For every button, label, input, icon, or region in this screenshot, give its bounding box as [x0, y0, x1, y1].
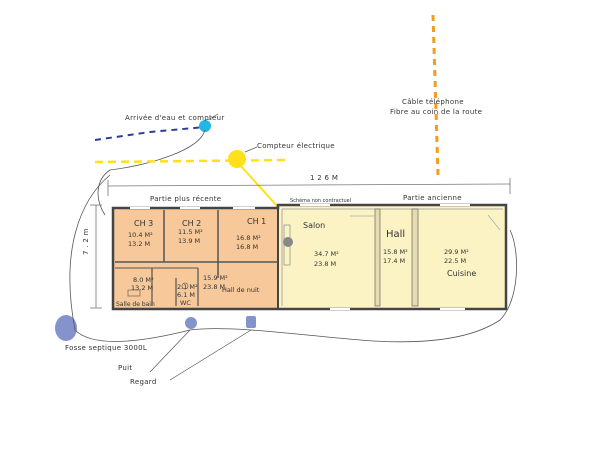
phone-label-1: Câble téléphone [402, 98, 464, 106]
electric-box-icon [283, 237, 293, 247]
room-salon-name: Salon [303, 221, 325, 230]
room-bath-area: 8.0 M² [133, 276, 154, 284]
septic-label: Fosse septique 3000L [65, 344, 147, 352]
well-label: Puit [118, 364, 132, 372]
water-label: Arrivée d'eau et compteur [125, 114, 225, 122]
depth-dim-label: 7 . 2 m [82, 228, 90, 255]
room-ch1-name: CH 1 [247, 217, 266, 226]
room-hallnuit-area: 15.9 M² [203, 274, 228, 282]
electric-line [94, 158, 291, 164]
manhole-label: Regard [130, 378, 157, 386]
room-bath-vol: 13.2 M [131, 284, 153, 292]
room-hall-area: 15.8 M² [383, 248, 408, 256]
room-wc-area: 2.1 M² [177, 283, 198, 291]
room-ch2-vol: 13.9 M [178, 237, 200, 245]
electric-meter-icon [228, 150, 246, 168]
width-dim-label: 1 2 6 M [310, 174, 338, 182]
phone-label-2: Fibre au coin de la route [390, 108, 482, 116]
nonbinding-label: Schéma non contractuel [290, 197, 351, 204]
room-cuisine-area: 29.9 M² [444, 248, 469, 256]
room-hall-name: Hall [386, 229, 405, 240]
water-pipe-path [97, 129, 206, 216]
room-salon-vol: 23.8 M [314, 260, 336, 268]
room-ch3-area: 10.4 M² [128, 231, 153, 239]
room-hall-vol: 17.4 M [383, 257, 405, 265]
room-hallnuit-name: Hall de nuit [222, 286, 260, 294]
well-icon [185, 317, 197, 329]
room-salon-area: 34.7 M² [314, 250, 339, 258]
room-ch2-name: CH 2 [182, 219, 201, 228]
recent-part-label: Partie plus récente [150, 195, 221, 203]
room-cuisine-vol: 22.5 M [444, 257, 466, 265]
width-dimension-line [107, 183, 511, 187]
ancient-part-area [278, 205, 506, 309]
room-ch1-vol: 16.8 M [236, 243, 258, 251]
room-cuisine-name: Cuisine [447, 269, 476, 278]
room-ch3-name: CH 3 [134, 219, 153, 228]
septic-tank-icon [55, 315, 77, 341]
drain-path [69, 174, 517, 343]
room-ch3-vol: 13.2 M [128, 240, 150, 248]
recent-part-area [113, 208, 278, 309]
meter-label: Compteur électrique [257, 142, 335, 150]
room-ch2-area: 11.5 M² [178, 228, 203, 236]
manhole-icon [246, 316, 256, 328]
phone-cable-line [431, 14, 440, 176]
room-wc-name: WC [180, 299, 191, 307]
water-meter-icon [199, 120, 211, 132]
room-wc-vol: 6.1 M [177, 291, 195, 299]
room-bath-name: Salle de bain [116, 301, 155, 308]
room-hallnuit-vol: 23.8 M [203, 283, 225, 291]
ancient-part-label: Partie ancienne [403, 194, 462, 202]
room-ch1-area: 16.8 M² [236, 234, 261, 242]
water-line [94, 126, 206, 141]
